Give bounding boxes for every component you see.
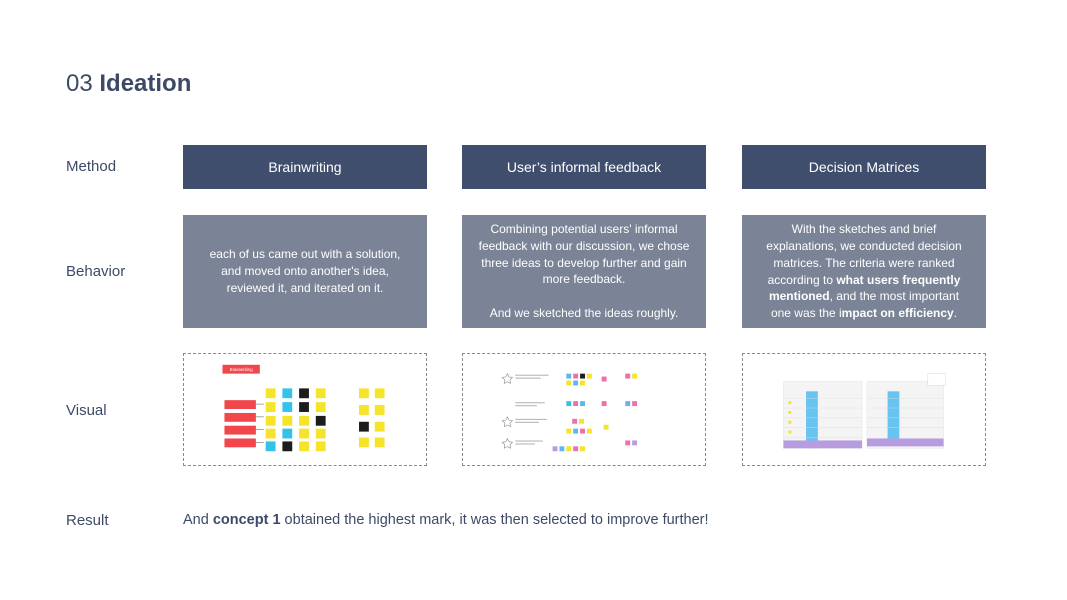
feedback-sticky-notes: [552, 373, 638, 452]
behavior-informal-feedback: Combining potential users' informal feed…: [462, 215, 706, 328]
method-label: Brainwriting: [268, 159, 342, 175]
method-label: Decision Matrices: [808, 159, 920, 175]
visual-brainwriting-board: Brainwriting: [183, 353, 427, 466]
visual-feedback-board: [462, 353, 706, 466]
result-text: And concept 1 obtained the highest mark,…: [183, 512, 709, 528]
visual-decision-matrix: [742, 353, 986, 466]
brainwriting-tag: [222, 364, 260, 374]
emphasis-users: what users frequently mentioned: [768, 272, 961, 304]
result-concept: concept 1: [212, 512, 281, 528]
behavior-text: With the sketches and brief explanations…: [766, 222, 962, 321]
method-brainwriting: Brainwriting: [183, 145, 427, 189]
method-label: User’s informal feedback: [506, 159, 662, 175]
behavior-text: each of us came out with a solution, and…: [209, 247, 401, 295]
section-number: 03: [66, 70, 93, 97]
arrows: [255, 403, 264, 443]
page-title: 03 Ideation: [66, 70, 191, 98]
star-icons: [501, 372, 514, 449]
row-label-visual: Visual: [66, 402, 107, 419]
behavior-brainwriting: each of us came out with a solution, and…: [183, 215, 427, 328]
matrix-left: [783, 381, 863, 449]
decision-matrix-thumbnail: [783, 373, 946, 449]
brainwriting-board-thumbnail: Brainwriting: [222, 364, 385, 452]
brainwriting-tag-label: Brainwriting: [230, 367, 254, 372]
feedback-board-thumbnail: [501, 372, 638, 452]
sketch-text-lines: [515, 374, 549, 445]
behavior-text-2: And we sketched the ideas roughly.: [489, 306, 679, 321]
summary-sticky-column: [359, 388, 385, 448]
row-label-result: Result: [66, 512, 109, 529]
matrix-right: [866, 373, 946, 449]
behavior-decision-matrices: With the sketches and brief explanations…: [742, 215, 986, 328]
row-label-method: Method: [66, 158, 117, 175]
row-label-behavior: Behavior: [66, 263, 126, 280]
sticky-notes-grid: [265, 388, 326, 452]
emphasis-efficiency: mpact on efficiency: [841, 306, 954, 321]
red-idea-cards: [224, 400, 256, 448]
behavior-text: Combining potential users' informal feed…: [478, 222, 690, 287]
method-decision-matrices: Decision Matrices: [742, 145, 986, 189]
section-title: Ideation: [99, 70, 192, 97]
method-informal-feedback: User’s informal feedback: [462, 145, 706, 189]
